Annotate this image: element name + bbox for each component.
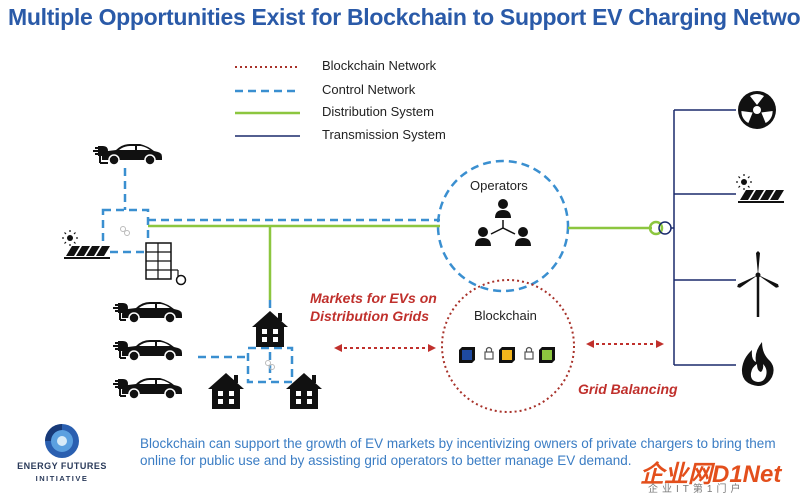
wind-turbine-icon bbox=[737, 251, 779, 317]
arrow-head-left-2 bbox=[586, 340, 594, 348]
annotation-arrows bbox=[338, 343, 660, 349]
legend-transmission-label: Transmission System bbox=[322, 127, 446, 142]
ev-car-icon bbox=[112, 377, 183, 400]
operators-people-icon bbox=[475, 199, 531, 246]
ev-car-icon bbox=[112, 339, 183, 362]
legend-lines bbox=[235, 66, 300, 137]
legend-blockchain-label: Blockchain Network bbox=[322, 58, 437, 73]
blockchain-label: Blockchain bbox=[474, 308, 537, 323]
ev-car-icon bbox=[112, 301, 183, 324]
distribution-system bbox=[148, 220, 664, 300]
markets-label-line1: Markets for EVs on bbox=[310, 290, 437, 306]
house-icon bbox=[252, 311, 288, 347]
grid-balancing-label: Grid Balancing bbox=[578, 381, 678, 397]
house-icon bbox=[208, 373, 244, 409]
solar-panel-icon bbox=[735, 173, 785, 203]
page-title: Multiple Opportunities Exist for Blockch… bbox=[8, 4, 800, 30]
logo-text-line1: ENERGY FUTURES bbox=[17, 461, 107, 471]
nuclear-icon bbox=[738, 91, 776, 129]
transformer-icon bbox=[120, 226, 130, 236]
footer-description: Blockchain can support the growth of EV … bbox=[140, 436, 776, 468]
logo-text-line2: INITIATIVE bbox=[35, 474, 89, 483]
arrow-head-right-1 bbox=[428, 344, 436, 352]
legend-control-label: Control Network bbox=[322, 82, 416, 97]
logo-emblem-icon bbox=[45, 424, 79, 458]
blockchain-network bbox=[441, 279, 575, 413]
markets-label-line2: Distribution Grids bbox=[310, 308, 429, 324]
watermark-main: 企业网D1Net bbox=[640, 461, 782, 488]
watermark-sub: 企业IT第1门户 bbox=[648, 484, 745, 495]
battery-storage-icon bbox=[145, 242, 187, 286]
house-icon bbox=[286, 373, 322, 409]
operators-label: Operators bbox=[470, 178, 528, 193]
blockchain-blocks-icon bbox=[459, 346, 555, 363]
transmission-system bbox=[658, 109, 736, 366]
flame-icon bbox=[741, 342, 774, 386]
transformer-icon bbox=[265, 360, 275, 370]
ev-car-icon bbox=[92, 143, 163, 166]
arrow-head-right-2 bbox=[656, 340, 664, 348]
arrow-head-left-1 bbox=[334, 344, 342, 352]
legend-distribution-label: Distribution System bbox=[322, 104, 434, 119]
